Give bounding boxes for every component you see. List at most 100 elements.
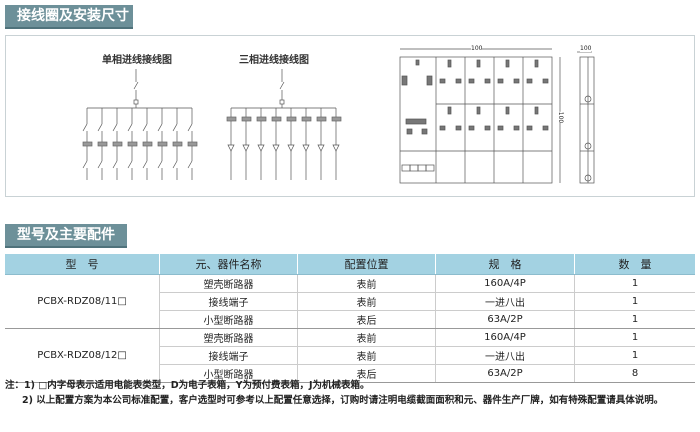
model-cell: PCBX-RDZ08/12□ (5, 328, 160, 383)
switch-icon (142, 123, 148, 132)
breaker-icon (497, 78, 504, 84)
breaker-icon (542, 125, 549, 131)
position-cell: 表前 (297, 328, 436, 347)
terminal-block-icon (405, 118, 427, 125)
switch-icon (82, 123, 88, 132)
breaker-icon (468, 78, 475, 84)
meter-icon (316, 116, 327, 122)
breaker-icon (242, 144, 250, 152)
switch-icon (127, 123, 133, 132)
meter-icon (172, 141, 183, 147)
breaker-icon (439, 78, 446, 84)
switch-icon (187, 160, 193, 169)
qty-cell: 1 (574, 310, 695, 329)
meter-window-icon (447, 59, 452, 68)
component-cell: 小型断路器 (159, 310, 298, 329)
switch-icon (187, 123, 193, 132)
config-table: 型 号 元、器件名称 配置位置 规 格 数 量 PCBX-RDZ08/11□塑壳… (5, 254, 695, 383)
qty-cell: 1 (574, 292, 695, 311)
indicator-icon (415, 59, 420, 66)
lock-icon (584, 95, 592, 103)
spec-cell: 160A/4P (435, 328, 575, 347)
component-cell: 塑壳断路器 (159, 328, 298, 347)
main-terminal-icon (279, 99, 285, 105)
section-title-models: 型号及主要配件 (5, 224, 127, 248)
meter-icon (286, 116, 297, 122)
note-1: 注：1) □内字母表示适用电能表类型，D为电子表箱，Y为预付费表箱，J为机械表箱… (5, 380, 370, 391)
meter-window-icon (476, 106, 481, 115)
meter-window-icon (476, 59, 481, 68)
spec-cell: 63A/2P (435, 364, 575, 383)
meter-icon (271, 116, 282, 122)
breaker-icon (439, 125, 446, 131)
meter-window-icon (447, 106, 452, 115)
component-cell: 接线端子 (159, 292, 298, 311)
header-component: 元、器件名称 (159, 254, 298, 275)
dim-width-label: 100 (471, 45, 483, 52)
header-spec: 规 格 (435, 254, 575, 275)
meter-icon (82, 141, 93, 147)
meter-icon (331, 116, 342, 122)
dim-height-label: 100 (557, 111, 565, 124)
switch-icon (172, 123, 178, 132)
window-icon (425, 164, 435, 172)
qty-cell: 8 (574, 364, 695, 383)
window-icon (417, 164, 427, 172)
breaker-icon (513, 125, 520, 131)
component-cell: 接线端子 (159, 346, 298, 365)
position-cell: 表前 (297, 292, 436, 311)
breaker-icon (455, 78, 462, 84)
position-cell: 表前 (297, 346, 436, 365)
breaker-icon (421, 128, 428, 135)
spec-cell: 一进八出 (435, 346, 575, 365)
meter-icon (301, 116, 312, 122)
breaker-icon (332, 144, 340, 152)
main-terminal-icon (133, 99, 139, 105)
meter-window-icon (505, 59, 510, 68)
cabinet-front (399, 56, 553, 184)
breaker-icon (287, 144, 295, 152)
breaker-icon (526, 78, 533, 84)
breaker-icon (257, 144, 265, 152)
breaker-icon (513, 78, 520, 84)
component-cell: 塑壳断路器 (159, 274, 298, 293)
breaker-icon (406, 128, 413, 135)
position-cell: 表前 (297, 274, 436, 293)
spec-cell: 一进八出 (435, 292, 575, 311)
switch-icon (172, 160, 178, 169)
note-2: 2) 以上配置方案为本公司标准配置，客户选型时可参考以上配置任意选择，订购时请注… (22, 395, 664, 406)
lock-icon (584, 174, 592, 182)
meter-icon (97, 141, 108, 147)
section-title-wiring: 接线圈及安装尺寸 (5, 5, 133, 29)
switch-icon (112, 160, 118, 169)
qty-cell: 1 (574, 328, 695, 347)
single-phase-title: 单相进线接线图 (102, 55, 172, 66)
dim-depth-label: 100 (580, 45, 592, 52)
meter-icon (112, 141, 123, 147)
switch-icon (97, 123, 103, 132)
meter-window-icon (534, 106, 539, 115)
breaker-icon (302, 144, 310, 152)
header-position: 配置位置 (297, 254, 436, 275)
meter-icon (226, 116, 237, 122)
breaker-icon (542, 78, 549, 84)
switch-icon (157, 160, 163, 169)
position-cell: 表后 (297, 310, 436, 329)
breaker-icon (455, 125, 462, 131)
meter-window-icon (505, 106, 510, 115)
breaker-icon (468, 125, 475, 131)
switch-icon (82, 160, 88, 169)
breaker-icon (526, 125, 533, 131)
breaker-icon (227, 144, 235, 152)
meter-icon (426, 75, 433, 86)
switch-icon (97, 160, 103, 169)
breaker-icon (317, 144, 325, 152)
window-icon (409, 164, 419, 172)
breaker-icon (272, 144, 280, 152)
header-qty: 数 量 (574, 254, 695, 275)
meter-icon (142, 141, 153, 147)
switch-icon (127, 160, 133, 169)
